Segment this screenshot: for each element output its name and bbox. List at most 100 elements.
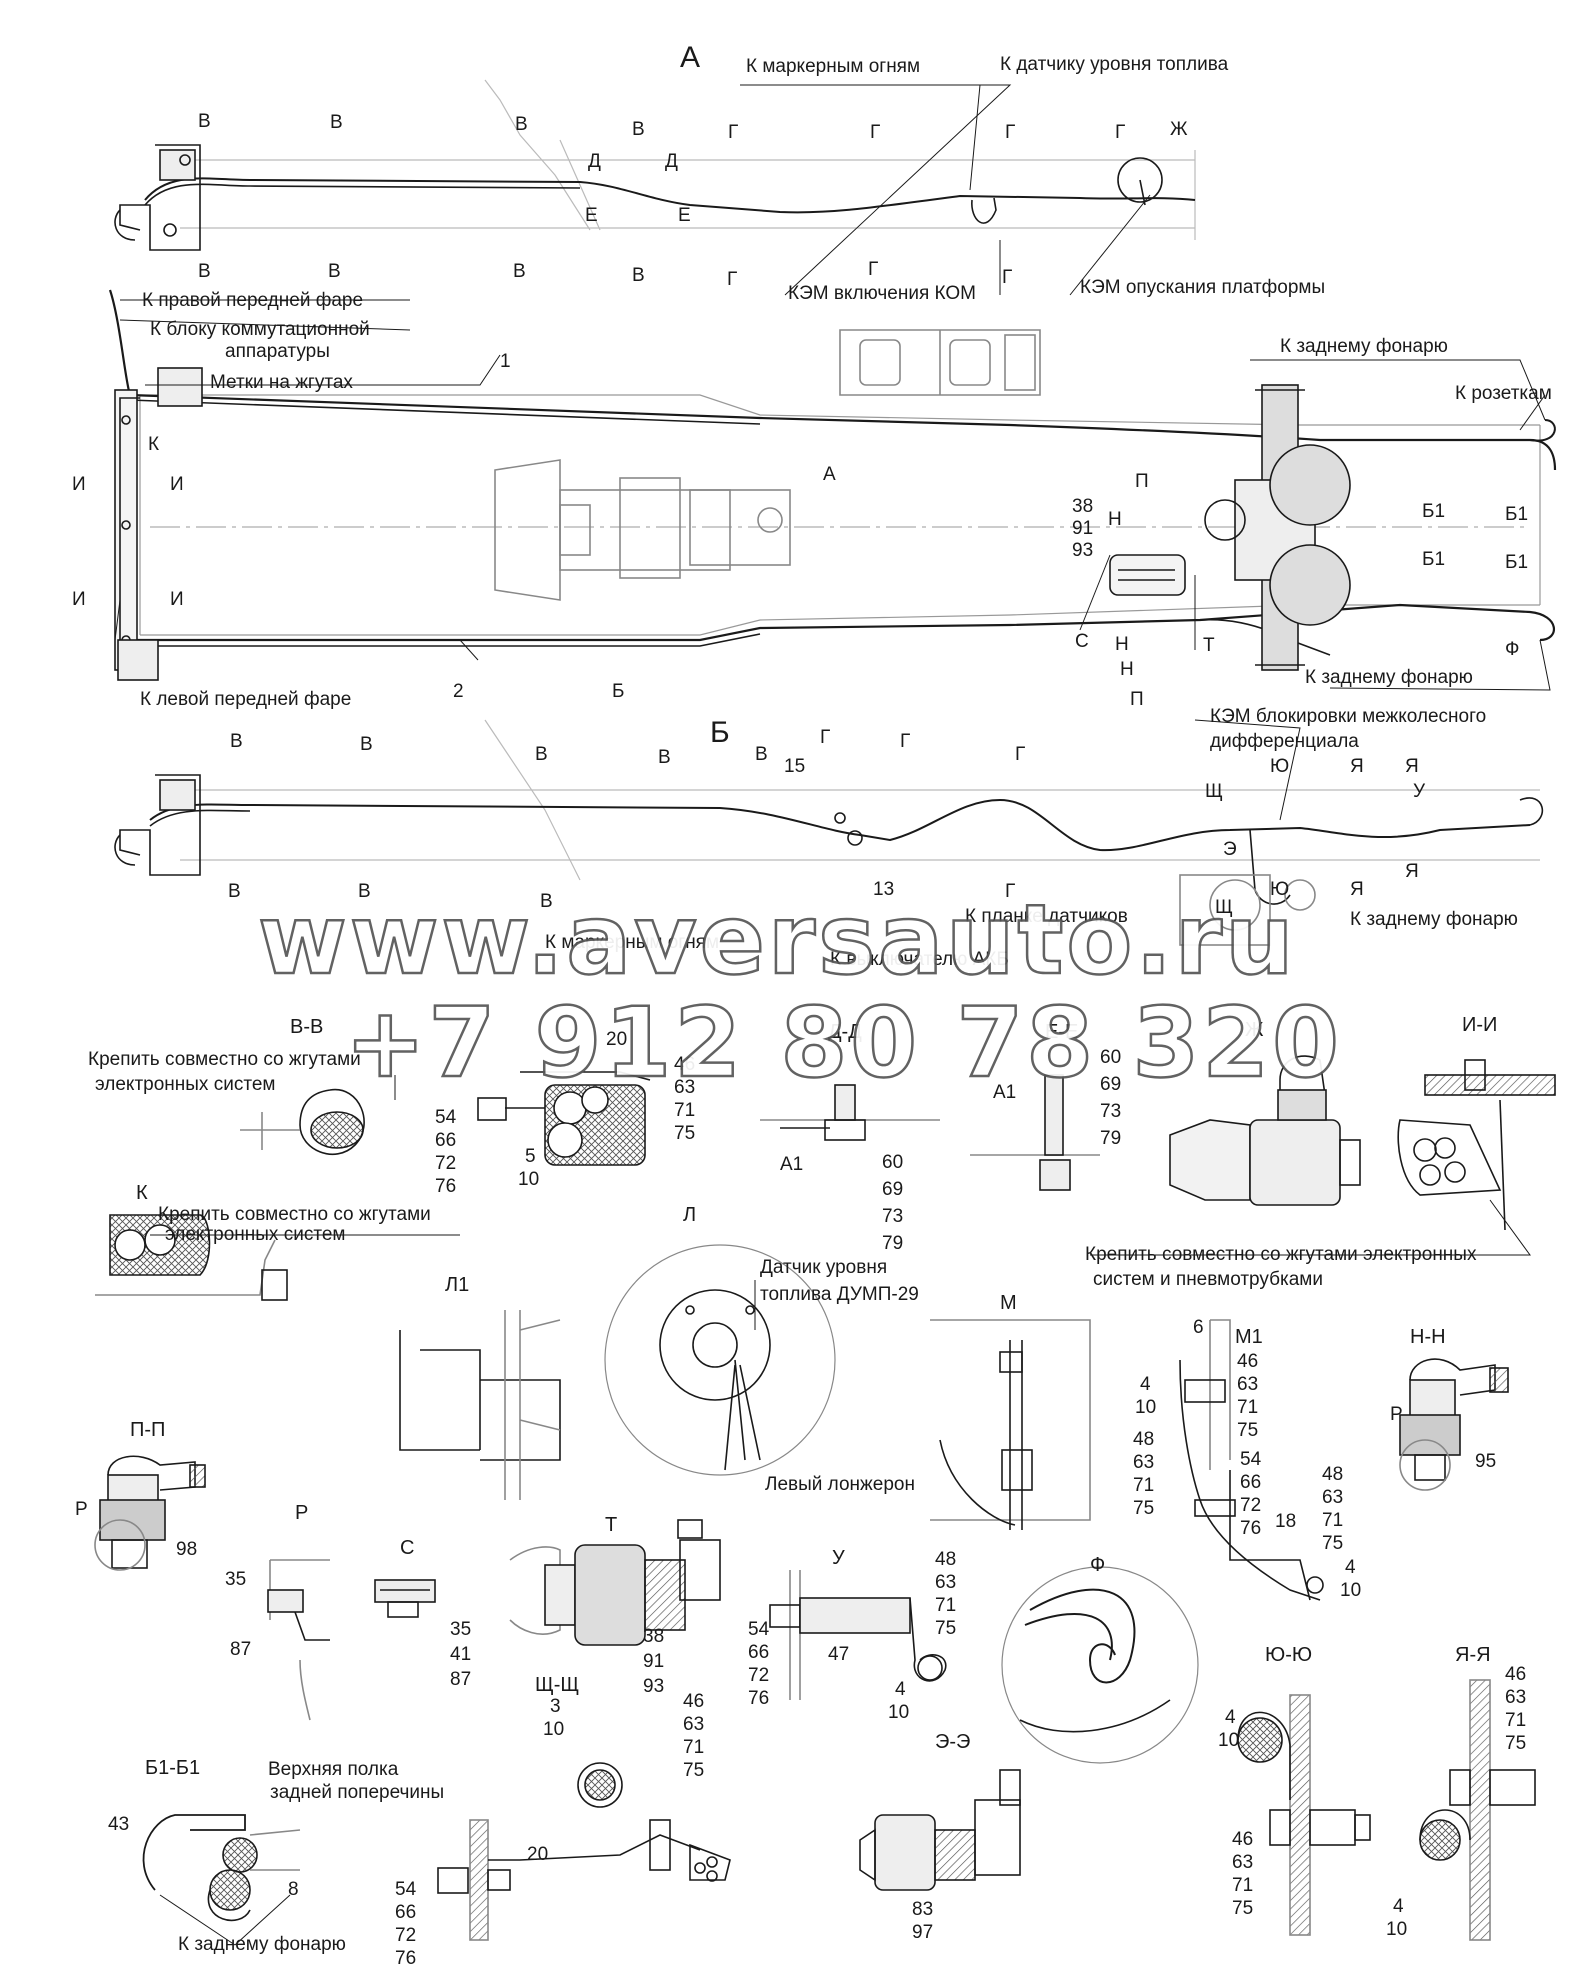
pos-5: 5 <box>525 1146 536 1167</box>
section-vv <box>240 1071 651 1166</box>
pos-63: 63 <box>1322 1487 1344 1508</box>
plan-fuel-tank <box>839 329 1041 396</box>
mark-yu: Ю <box>1270 879 1290 900</box>
note-upper-shelf-1: Верхняя полка <box>268 1759 399 1780</box>
mark-a1-ee: А1 <box>993 1082 1017 1103</box>
note-fix-k-1: Крепить совместно со жгутами <box>158 1204 431 1225</box>
pos-72: 72 <box>748 1665 770 1686</box>
pos-48: 48 <box>1133 1429 1155 1450</box>
detail-t <box>509 1519 721 1646</box>
title-ii: И-И <box>1462 1014 1498 1036</box>
section-nn <box>1399 1358 1509 1491</box>
pos-48: 48 <box>935 1549 957 1570</box>
title-s: С <box>400 1537 415 1559</box>
label-battery-switch: К выключателю АКБ <box>830 949 1009 970</box>
pos-10: 10 <box>1135 1397 1157 1418</box>
title-nn: Н-Н <box>1410 1326 1446 1348</box>
title-yuyu: Ю-Ю <box>1265 1644 1313 1666</box>
pos-75: 75 <box>1133 1498 1155 1519</box>
mark-v: В <box>198 261 211 282</box>
mark-g: Г <box>820 727 831 748</box>
pos-46: 46 <box>674 1054 696 1075</box>
pos-63: 63 <box>1237 1374 1259 1395</box>
note-fix-vv-2: электронных систем <box>95 1074 276 1095</box>
pos-18: 18 <box>1275 1511 1297 1532</box>
pos-76: 76 <box>748 1688 770 1709</box>
pos-41: 41 <box>450 1644 472 1665</box>
view-b-bracket <box>114 774 201 876</box>
mark-g: Г <box>868 259 879 280</box>
pos-63: 63 <box>1232 1852 1254 1873</box>
mark-f: Ф <box>1505 639 1520 660</box>
note-fix-pneumo-2: систем и пневмотрубками <box>1093 1269 1323 1290</box>
pos-93: 93 <box>1072 540 1094 561</box>
pos-54: 54 <box>395 1879 417 1900</box>
mark-g: Г <box>1005 122 1016 143</box>
pos-72: 72 <box>395 1925 417 1946</box>
pos-71: 71 <box>1237 1397 1259 1418</box>
mark-g: Г <box>900 731 911 752</box>
plan-harness-1 <box>108 289 1557 471</box>
pos-87: 87 <box>230 1639 252 1660</box>
section-ee2 <box>859 1769 1021 1891</box>
plan-gearbox <box>494 459 791 601</box>
mark-n: Н <box>1115 634 1129 655</box>
detail-f <box>1001 1566 1199 1764</box>
mark-b1: Б1 <box>1505 504 1529 525</box>
mark-zh: Ж <box>1170 119 1188 140</box>
pos-69: 69 <box>882 1179 904 1200</box>
mark-n: Н <box>1120 659 1134 680</box>
pos-54: 54 <box>435 1107 457 1128</box>
pos-75: 75 <box>674 1123 696 1144</box>
pos-46: 46 <box>1237 1351 1259 1372</box>
mark-i: И <box>170 589 184 610</box>
label-fuel-sensor: К датчику уровня топлива <box>1000 54 1229 75</box>
pos-4: 4 <box>1345 1557 1356 1578</box>
mark-v: В <box>535 744 548 765</box>
pos-66: 66 <box>748 1642 770 1663</box>
mark-g: Г <box>727 269 738 290</box>
title-m1: М1 <box>1235 1326 1263 1348</box>
mark-n: Н <box>1108 509 1122 530</box>
mark-g: Г <box>1115 122 1126 143</box>
section-ee <box>970 1074 1100 1191</box>
pos-1: 1 <box>500 351 511 372</box>
label-kem-diff-2: дифференциала <box>1210 731 1359 752</box>
pos-43: 43 <box>108 1814 130 1835</box>
label-sensor-bar: К планке датчиков <box>965 906 1128 927</box>
pos-10: 10 <box>543 1719 565 1740</box>
mark-g: Г <box>870 122 881 143</box>
label-kem-platform: КЭМ опускания платформы <box>1080 277 1326 298</box>
label-sockets: К розеткам <box>1455 383 1552 404</box>
pos-35: 35 <box>450 1619 472 1640</box>
detail-zh <box>1169 1055 1361 1206</box>
section-yuyu <box>1237 1694 1371 1936</box>
note-left-spar: Левый лонжерон <box>765 1474 915 1495</box>
mark-ya: Я <box>1350 756 1364 777</box>
label-right-headlight: К правой передней фаре <box>142 290 364 311</box>
section-ii <box>1397 1059 1556 1231</box>
pos-4: 4 <box>1140 1374 1151 1395</box>
note-fuel-gauge-2: топлива ДУМП-29 <box>760 1284 919 1305</box>
mark-v: В <box>198 111 211 132</box>
mark-d: Д <box>665 151 678 172</box>
pos-75: 75 <box>1505 1733 1527 1754</box>
note-fuel-gauge-1: Датчик уровня <box>760 1257 888 1278</box>
pos-10: 10 <box>1340 1580 1362 1601</box>
title-dd: Д-Д <box>828 1021 862 1043</box>
label-rear-lamp-b: К заднему фонарю <box>1350 909 1518 930</box>
plan-rear-axle <box>1109 384 1351 671</box>
title-l1: Л1 <box>445 1274 470 1296</box>
note-rear-lamp: К заднему фонарю <box>178 1934 346 1955</box>
view-a-label: А <box>680 41 701 74</box>
mark-ya: Я <box>1405 861 1419 882</box>
pos-76: 76 <box>435 1176 457 1197</box>
pos-66: 66 <box>1240 1472 1262 1493</box>
section-b1b1 <box>142 1814 301 1922</box>
pos-75: 75 <box>935 1618 957 1639</box>
plan-brackets <box>117 367 203 681</box>
mark-i: И <box>72 474 86 495</box>
view-b-label: Б <box>710 716 730 749</box>
detail-m <box>930 1319 1091 1530</box>
mark-i: И <box>72 589 86 610</box>
